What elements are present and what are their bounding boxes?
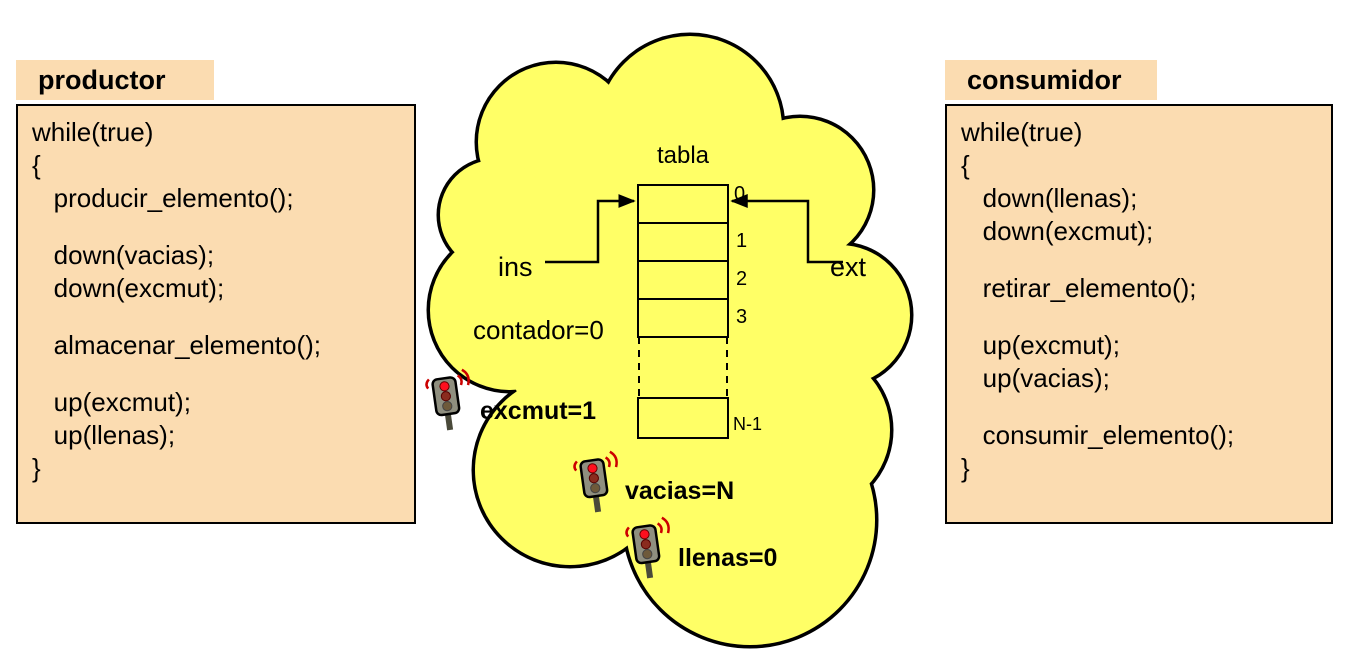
producer-code-box: while(true) { producir_elemento(); down(…: [16, 104, 416, 524]
code-line: while(true): [961, 117, 1083, 147]
table-label: tabla: [657, 142, 710, 169]
traffic-light-excmut-icon: [423, 367, 477, 434]
ins-arrow: [545, 194, 636, 264]
ins-label: ins: [498, 252, 533, 282]
code-line: [32, 305, 414, 329]
buffer-cell-last: [637, 397, 729, 439]
cell-index-last: N-1: [733, 414, 762, 434]
cell-index-1: 1: [736, 230, 747, 252]
cloud-shape: [426, 32, 914, 649]
code-line: while(true): [32, 117, 154, 147]
counter-label: contador=0: [473, 315, 604, 345]
ext-arrow: [730, 194, 843, 264]
code-line: down(excmut);: [32, 273, 225, 303]
code-line: producir_elemento();: [32, 183, 294, 213]
cell-index-3: 3: [736, 306, 747, 328]
semaphore-label-excmut: excmut=1: [480, 397, 596, 425]
code-line: up(vacias);: [961, 363, 1110, 393]
code-line: retirar_elemento();: [961, 273, 1197, 303]
code-line: consumir_elemento();: [961, 420, 1235, 450]
producer-title: productor: [16, 60, 214, 100]
code-line: up(excmut);: [961, 330, 1120, 360]
cell-index-0: 0: [734, 183, 745, 205]
ext-label: ext: [830, 252, 867, 282]
code-line: almacenar_elemento();: [32, 330, 322, 360]
consumer-code-box: while(true) { down(llenas); down(excmut)…: [945, 104, 1333, 524]
code-line: down(llenas);: [961, 183, 1138, 213]
code-line: }: [32, 453, 41, 483]
code-line: [32, 215, 414, 239]
code-line: {: [961, 150, 970, 180]
code-line: down(excmut);: [961, 216, 1154, 246]
semaphore-label-vacias: vacias=N: [625, 477, 734, 505]
code-line: up(llenas);: [32, 420, 176, 450]
code-line: }: [961, 453, 970, 483]
code-line: {: [32, 150, 41, 180]
code-line: [32, 362, 414, 386]
cell-index-2: 2: [736, 268, 747, 290]
semaphore-label-llenas: llenas=0: [678, 544, 777, 572]
code-line: [961, 305, 1331, 329]
code-line: [961, 248, 1331, 272]
code-line: down(vacias);: [32, 240, 215, 270]
code-line: [961, 395, 1331, 419]
buffer-table: [637, 184, 729, 439]
consumer-title: consumidor: [945, 60, 1157, 100]
buffer-cell: [637, 298, 729, 338]
code-line: up(excmut);: [32, 387, 191, 417]
